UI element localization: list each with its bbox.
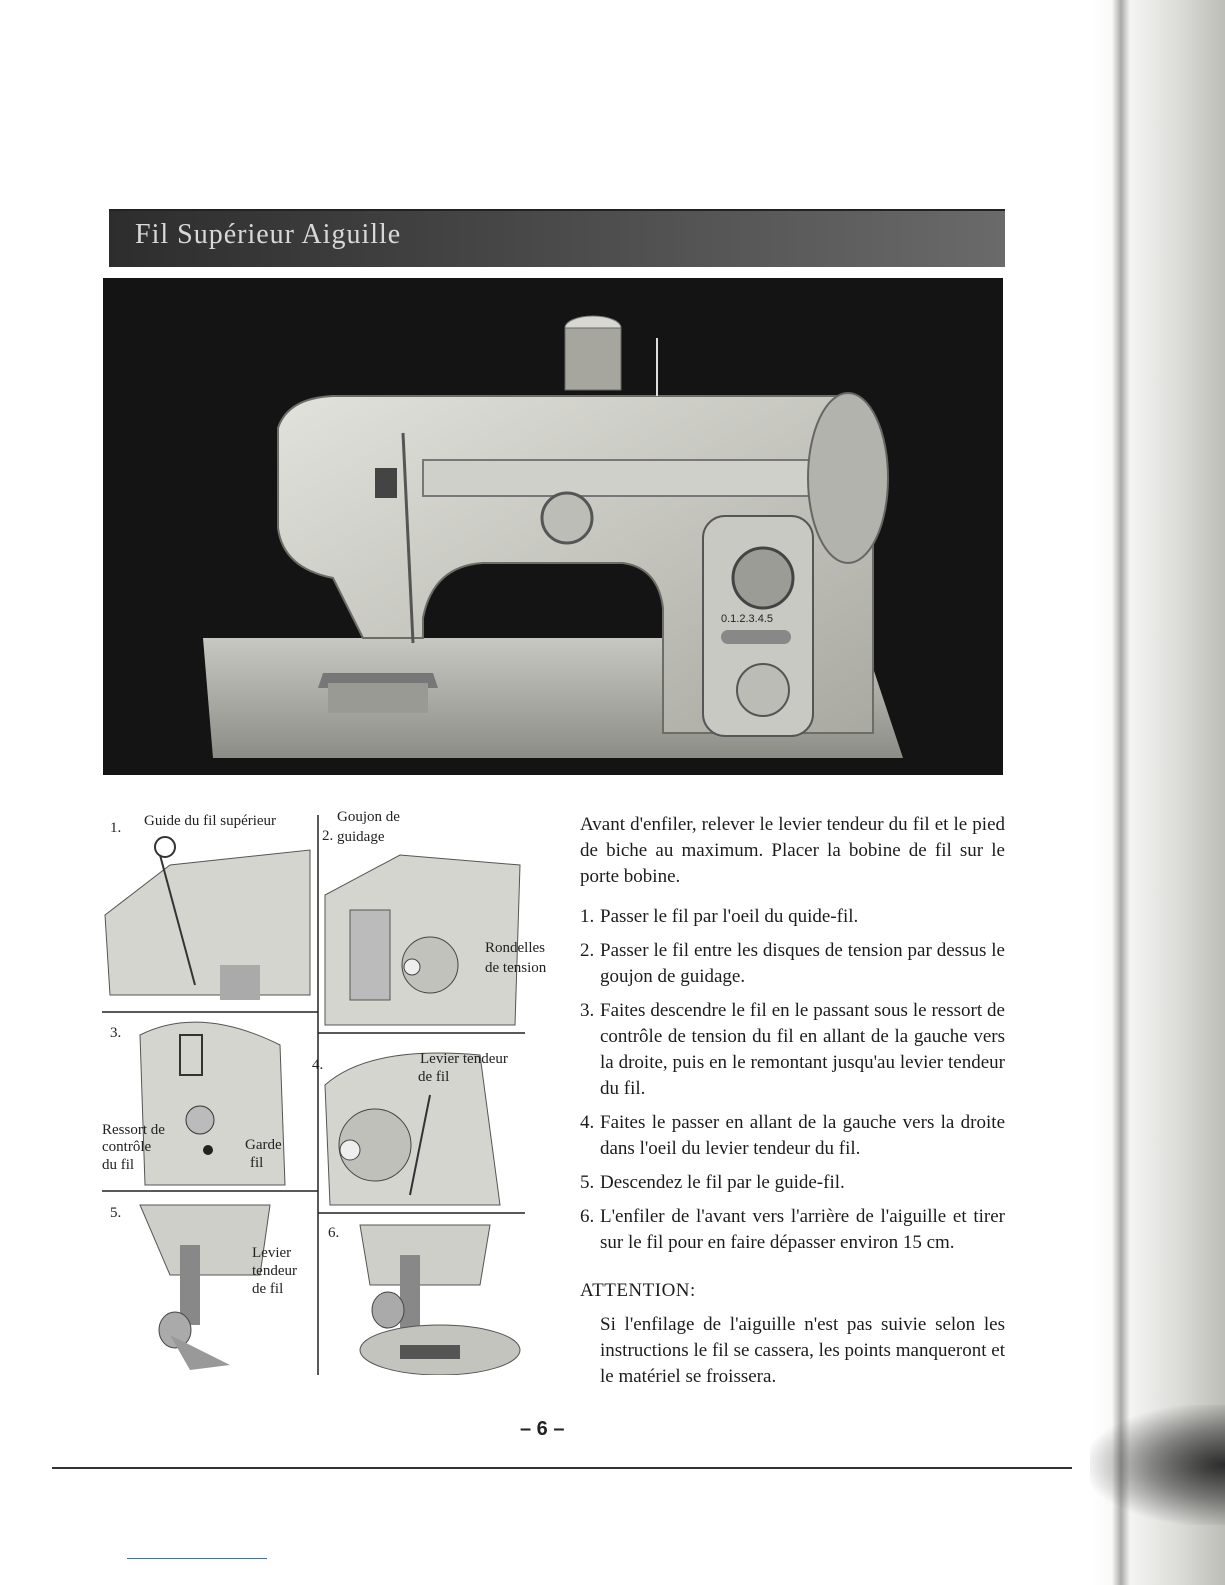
steps-list: 1.Passer le fil par l'oeil du quide-fil.… [580,904,1005,1256]
step-text: Faites le passer en allant de la gauche … [600,1112,1005,1159]
page-title: Fil Supérieur Aiguille [135,219,402,250]
thread-spool [564,327,622,391]
title-banner: Fil Supérieur Aiguille [109,209,1005,267]
step-item: 2.Passer le fil entre les disques de ten… [580,938,1005,990]
figure-5-label-line1: Levier [252,1245,292,1261]
figure-6-number: 6. [328,1225,340,1241]
figure-3-extra-line2: fil [250,1155,264,1171]
step-number: 1. [580,906,595,927]
stitch-dial [540,491,594,545]
attention-heading: ATTENTION: [580,1280,696,1301]
figure-3-label-line2: contrôle [102,1139,152,1155]
machine-arm-panel [422,459,839,497]
page-corner-shadow [1090,1405,1225,1525]
figure-3-number: 3. [110,1025,122,1041]
sewing-machine-photo: 0.1.2.3.4.5 [103,278,1003,775]
zigzag-lever [721,630,791,644]
page-binding-strip [1112,0,1130,1585]
handwheel [807,392,889,564]
zigzag-dial [731,546,795,610]
step-number: 2. [580,940,595,961]
figure-3-label-line3: du fil [102,1157,135,1173]
figure-2-number: 2. [322,828,334,844]
threading-diagrams [102,815,525,1375]
page-edge-shadow [1090,0,1225,1585]
figure-2-extra-line2: de tension [485,960,547,976]
figure-4-number: 4. [312,1057,324,1073]
figure-3-extra-line1: Garde [245,1137,282,1153]
instructions: Avant d'enfiler, relever le levier tende… [580,812,1005,1390]
figure-3-label-line1: Ressort de [102,1122,165,1138]
step-item: 1.Passer le fil par l'oeil du quide-fil. [580,904,1005,930]
step-text: Passer le fil par l'oeil du quide-fil. [600,906,859,927]
figure-1-number: 1. [110,820,122,836]
figure-2-extra-line1: Rondelles [485,940,545,956]
figure-2-label-line2: guidage [337,829,385,845]
figure-5-label-line3: de fil [252,1281,284,1297]
step-number: 6. [580,1206,595,1227]
figure-1-label: Guide du fil supérieur [144,813,277,829]
step-text: L'enfiler de l'avant vers l'arrière de l… [600,1206,1005,1253]
stitch-length-dial [736,663,790,717]
step-item: 3.Faites descendre le fil en le passant … [580,998,1005,1102]
threading-figures: 1. Guide du fil supérieur 2. Goujon de g… [100,805,546,1375]
step-text: Descendez le fil par le guide-fil. [600,1172,845,1193]
figure-5-label-line2: tendeur [252,1263,297,1279]
attention-text: Si l'enfilage de l'aiguille n'est pas su… [600,1314,1005,1387]
figure-5-number: 5. [110,1205,122,1221]
step-item: 4.Faites le passer en allant de la gauch… [580,1110,1005,1162]
intro-paragraph: Avant d'enfiler, relever le levier tende… [580,814,1005,887]
footer-blue-mark [127,1558,267,1559]
figure-4-label-line1: Levier tendeur [420,1051,508,1067]
step-text: Passer le fil entre les disques de tensi… [600,940,1005,987]
step-number: 4. [580,1112,595,1133]
step-item: 5.Descendez le fil par le guide-fil. [580,1170,1005,1196]
step-item: 6.L'enfiler de l'avant vers l'arrière de… [580,1204,1005,1256]
step-text: Faites descendre le fil en le passant so… [600,1000,1005,1099]
step-number: 3. [580,1000,595,1021]
dial-scale-label: 0.1.2.3.4.5 [721,613,773,625]
step-number: 5. [580,1172,595,1193]
page-number: – 6 – [520,1418,565,1440]
sewing-machine-illustration: 0.1.2.3.4.5 [103,278,1003,775]
tension-dial [375,468,397,498]
footer-divider [52,1467,1072,1469]
needle-plate [328,683,428,713]
needle-bar [401,432,415,644]
figure-4-label-line2: de fil [418,1069,450,1085]
figure-2-label-line1: Goujon de [337,809,400,825]
